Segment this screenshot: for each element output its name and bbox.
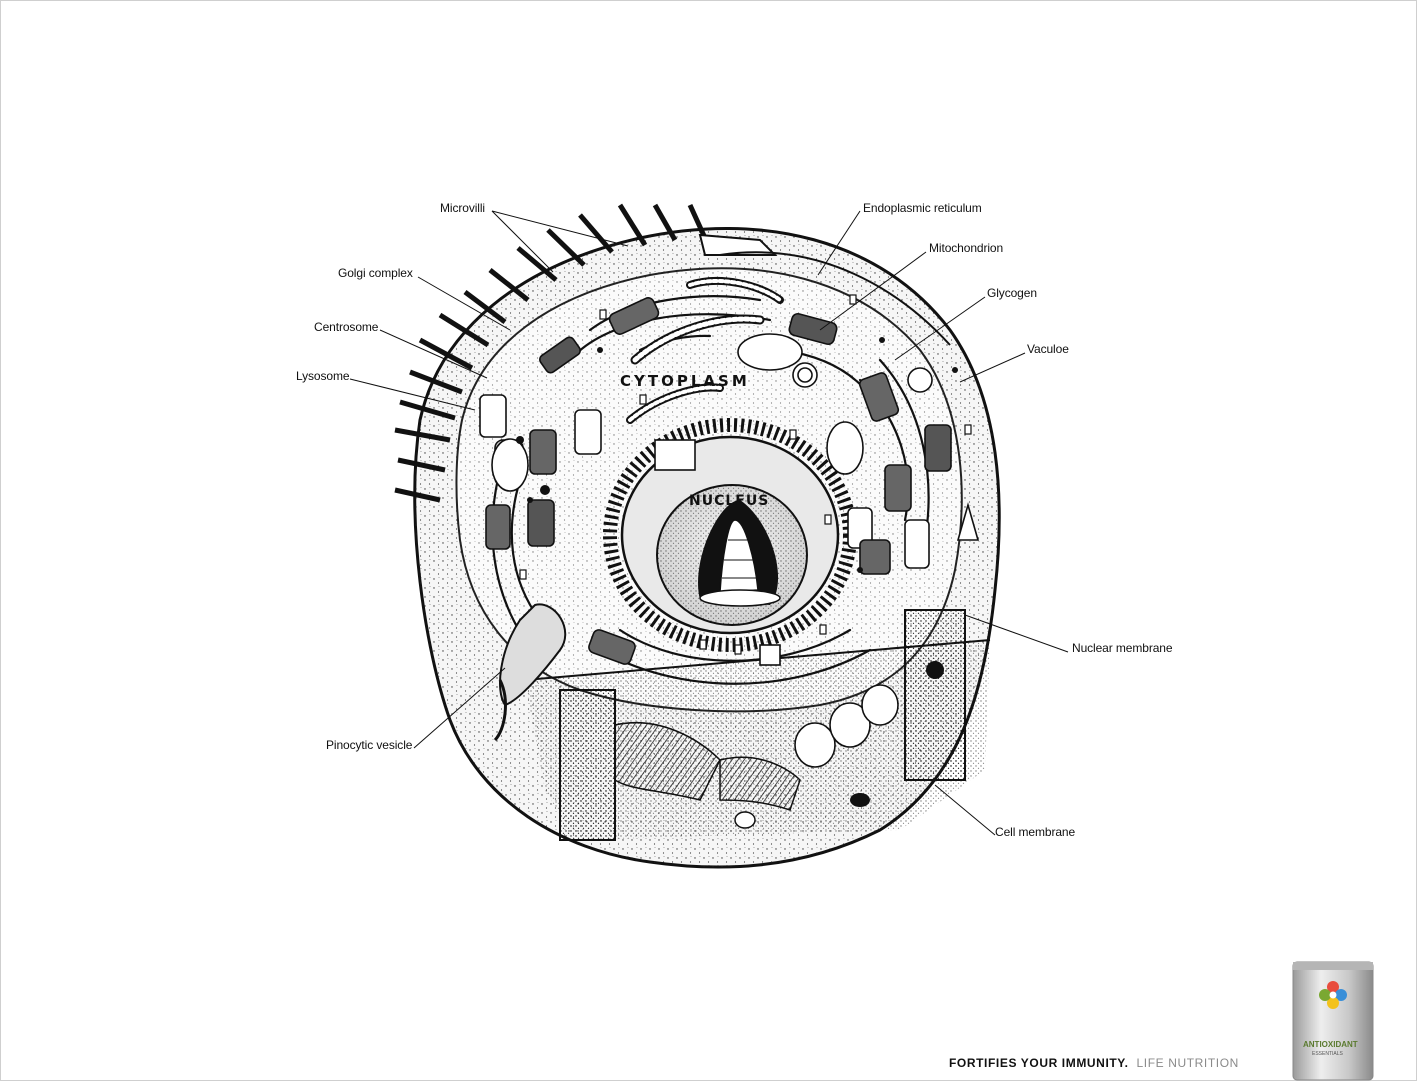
leader-lines: [349, 210, 1069, 836]
footer-brand: LIFE NUTRITION: [1136, 1056, 1239, 1070]
callout-microvilli: Microvilli: [440, 201, 485, 215]
callout-pinocytic-vesicle: Pinocytic vesicle: [326, 738, 413, 752]
barrels: [519, 294, 972, 655]
nucleus: [603, 418, 857, 652]
callout-cell-membrane: Cell membrane: [995, 825, 1076, 839]
footer: FORTIFIES YOUR IMMUNITY. LIFE NUTRITION: [949, 1056, 1239, 1070]
dark-spots: [516, 337, 958, 679]
nucleus-label: NUCLEUS: [689, 493, 770, 509]
flower-logo-icon: [1319, 981, 1347, 1009]
footer-tagline: FORTIFIES YOUR IMMUNITY.: [949, 1056, 1129, 1070]
product-name: ANTIOXIDANT: [1303, 1040, 1358, 1049]
product-can: [1292, 961, 1374, 1081]
pinocytic-vesicle-shape: [493, 603, 567, 742]
microvilli: [394, 203, 951, 503]
mitochondria: [626, 276, 784, 424]
cytoplasm-label: CYTOPLASM: [620, 372, 750, 390]
vehicles: [479, 297, 980, 666]
callout-nuclear-membrane: Nuclear membrane: [1072, 641, 1173, 655]
product-subtitle: ESSENTIALS: [1312, 1051, 1343, 1057]
callout-lysosome: Lysosome: [296, 369, 350, 383]
callout-vacuole: Vaculoe: [1027, 342, 1069, 356]
callout-golgi-complex: Golgi complex: [338, 266, 413, 280]
cutaway-section: [524, 609, 991, 841]
callout-glycogen: Glycogen: [987, 286, 1037, 300]
callout-endoplasmic-reticulum: Endoplasmic reticulum: [863, 201, 982, 215]
callout-mitochondrion: Mitochondrion: [929, 241, 1004, 255]
callout-centrosome: Centrosome: [314, 320, 379, 334]
